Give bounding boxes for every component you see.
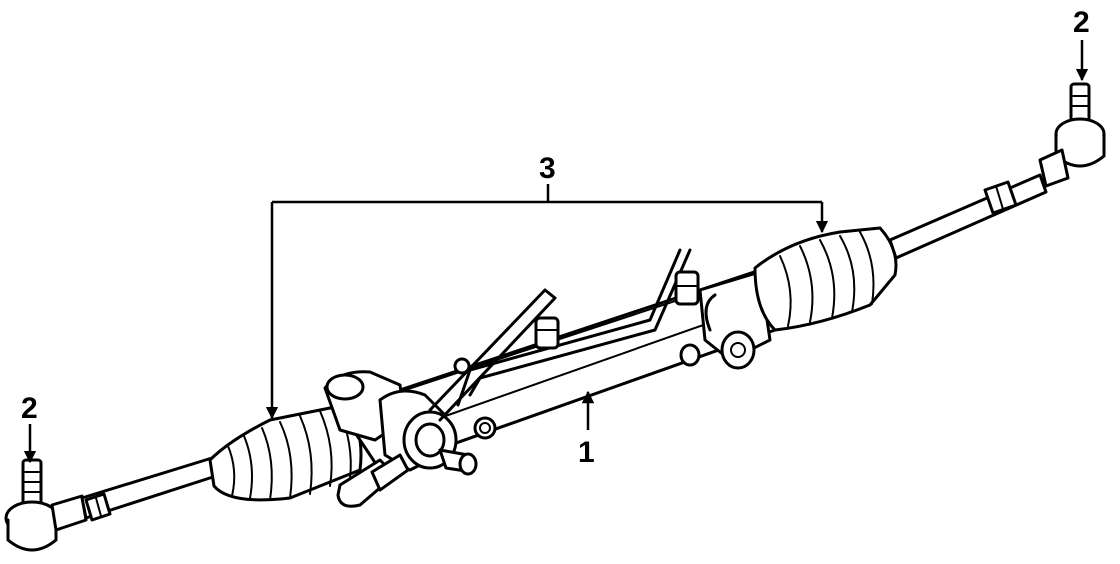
right-mount-bracket — [679, 270, 772, 370]
left-tie-rod — [80, 456, 218, 522]
left-boot — [208, 403, 363, 502]
right-tie-rod — [888, 173, 1048, 260]
leader-lines — [23, 40, 1089, 464]
callout-2-right: 2 — [1073, 6, 1090, 39]
callout-2-left: 2 — [21, 392, 38, 425]
pinion-valve-body — [323, 370, 497, 508]
callout-3: 3 — [539, 152, 556, 185]
left-tie-rod-end — [4, 458, 88, 552]
right-tie-rod-end — [1038, 82, 1106, 188]
hydraulic-lines — [428, 248, 700, 422]
callout-1: 1 — [578, 436, 595, 469]
right-boot — [753, 226, 898, 332]
